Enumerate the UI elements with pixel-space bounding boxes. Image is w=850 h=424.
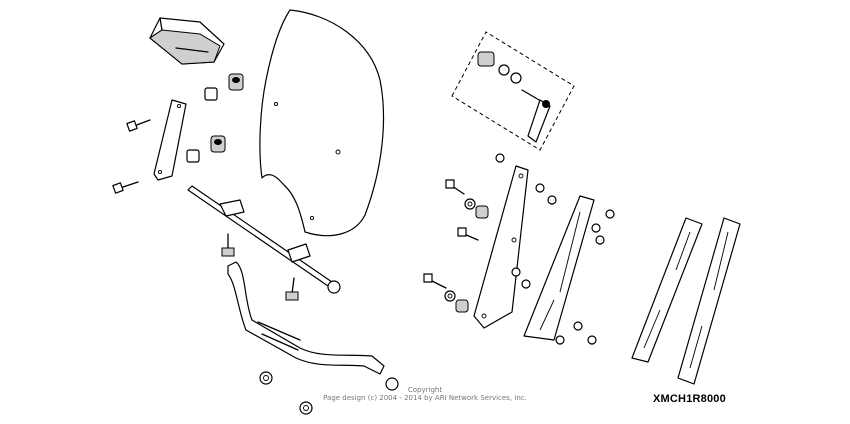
- grommet-lower: [210, 135, 226, 153]
- far-right-bracket-right: [677, 217, 741, 385]
- spacer-lower: [186, 149, 200, 163]
- copyright-line-1: Copyright: [407, 386, 443, 394]
- nut-bottom-center: [299, 401, 313, 415]
- washer-r9: [444, 290, 456, 302]
- bolt-center-upper: [221, 233, 235, 257]
- washer-r12: [521, 279, 531, 289]
- nut-r3: [475, 205, 489, 219]
- bolt-r5: [457, 227, 479, 241]
- washer-r1: [495, 153, 505, 163]
- nut-r10: [455, 299, 469, 313]
- bolt-r4: [445, 179, 465, 195]
- right-mount-bracket-front: [473, 165, 529, 329]
- washer-r14: [595, 235, 605, 245]
- nut-r15: [605, 209, 615, 219]
- nut-r17: [555, 335, 565, 345]
- windshield-screen: [259, 9, 385, 237]
- left-mount-plate: [153, 99, 187, 181]
- bolt-left-upper: [126, 119, 151, 132]
- headlight-visor: [149, 17, 225, 65]
- copyright-line-2: Page design (c) 2004 - 2014 by ARI Netwo…: [323, 394, 527, 402]
- cross-rod: [187, 185, 341, 294]
- nut-r18: [587, 335, 597, 345]
- nut-bottom-left: [259, 371, 273, 385]
- right-mount-bracket-slotted: [523, 195, 595, 341]
- bolt-r8: [423, 273, 447, 289]
- spacer-upper: [204, 87, 218, 101]
- grommet-upper: [228, 73, 244, 91]
- washer-r6: [535, 183, 545, 193]
- washer-r16: [573, 321, 583, 331]
- far-right-bracket-left: [631, 217, 703, 363]
- washer-r2: [464, 198, 476, 210]
- washer-r7: [547, 195, 557, 205]
- bolt-center-lower: [285, 277, 299, 301]
- copyright-notice: Copyright Page design (c) 2004 - 2014 by…: [300, 386, 550, 402]
- washer-r11: [511, 267, 521, 277]
- latch-detail-inset: [451, 31, 575, 151]
- bolt-left-lower: [112, 181, 139, 194]
- lower-stay-tube: [227, 261, 399, 391]
- diagram-part-code: XMCH1R8000: [653, 393, 726, 405]
- washer-r13: [591, 223, 601, 233]
